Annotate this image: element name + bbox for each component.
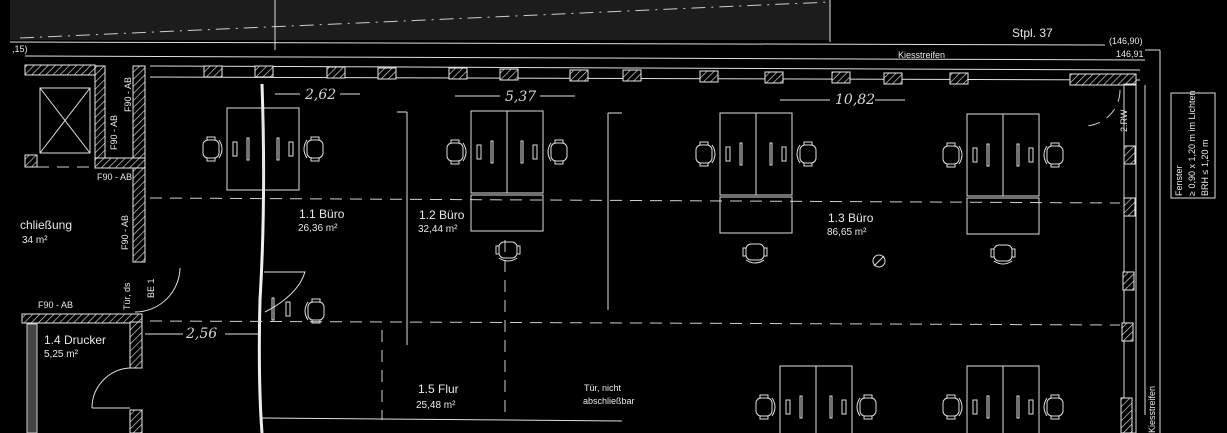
desk-group — [756, 366, 876, 433]
desk-group — [447, 111, 567, 193]
chair — [304, 298, 325, 324]
rw-label: 2.RW — [1119, 109, 1129, 132]
window-note: Fenster — [1174, 165, 1184, 196]
room-name: 1.4 Drucker — [44, 333, 106, 347]
window-note: ≥ 0,90 x 1,20 m im Lichten — [1187, 91, 1197, 197]
chair — [495, 241, 521, 262]
dimension-note: 2,56 — [185, 326, 217, 342]
level-new: 146,91 — [1116, 49, 1144, 59]
gravel-label: Kiesstreifen — [898, 50, 945, 60]
door-note: Tür, nicht — [584, 383, 622, 393]
fire-rating-label: F90 - AB — [123, 77, 133, 112]
desk-group — [943, 114, 1063, 196]
fire-rating-label: F90 - AB — [97, 172, 132, 182]
desk-group — [943, 366, 1063, 433]
door-label: Tür, ds — [122, 282, 132, 310]
dimension-note: 2,62 — [304, 87, 336, 103]
desk-group — [203, 108, 323, 190]
room-name: 1.5 Flur — [418, 382, 459, 396]
room-area: 86,65 m² — [827, 227, 867, 238]
fire-rating-label: F90 - AB — [109, 115, 119, 150]
dimension-note: 5,37 — [505, 89, 536, 105]
top-wall-piers — [24, 64, 1137, 86]
window-note: BRH ≤ 1,20 m — [1200, 140, 1210, 196]
gravel-side-label: Kiesstreifen — [1147, 386, 1157, 433]
parking-label: Stpl. 37 — [1012, 26, 1053, 40]
room-area: 26,36 m² — [298, 223, 338, 234]
room-name: 1.1 Büro — [299, 207, 345, 221]
chair — [742, 243, 768, 264]
room-area: 34 m² — [22, 235, 48, 246]
room-name: 1.3 Büro — [828, 211, 874, 225]
level-old: (146,90) — [1109, 36, 1143, 46]
chair — [990, 244, 1016, 265]
door-note: abschließbar — [583, 396, 635, 406]
room-area: 5,25 m² — [44, 349, 79, 360]
right-wall-piers — [1120, 83, 1137, 433]
axis-line — [19, 1, 831, 39]
shaft — [39, 87, 91, 154]
fire-rating-label: F90 - AB — [120, 215, 130, 250]
room-name: 1.2 Büro — [419, 208, 465, 222]
room-area: 25,48 m² — [416, 400, 456, 411]
room-name: chließung — [20, 218, 72, 232]
door-swing — [1083, 89, 1121, 127]
desk-group — [696, 113, 816, 195]
dimension-note: 10,82 — [835, 92, 875, 108]
property-line — [9, 41, 1106, 46]
level-label: ,15) — [12, 44, 28, 54]
window-note-box — [1170, 92, 1216, 199]
fire-rating-label: F90 - AB — [38, 300, 73, 310]
be1-label: BE 1 — [146, 278, 156, 298]
room-area: 32,44 m² — [418, 224, 458, 235]
